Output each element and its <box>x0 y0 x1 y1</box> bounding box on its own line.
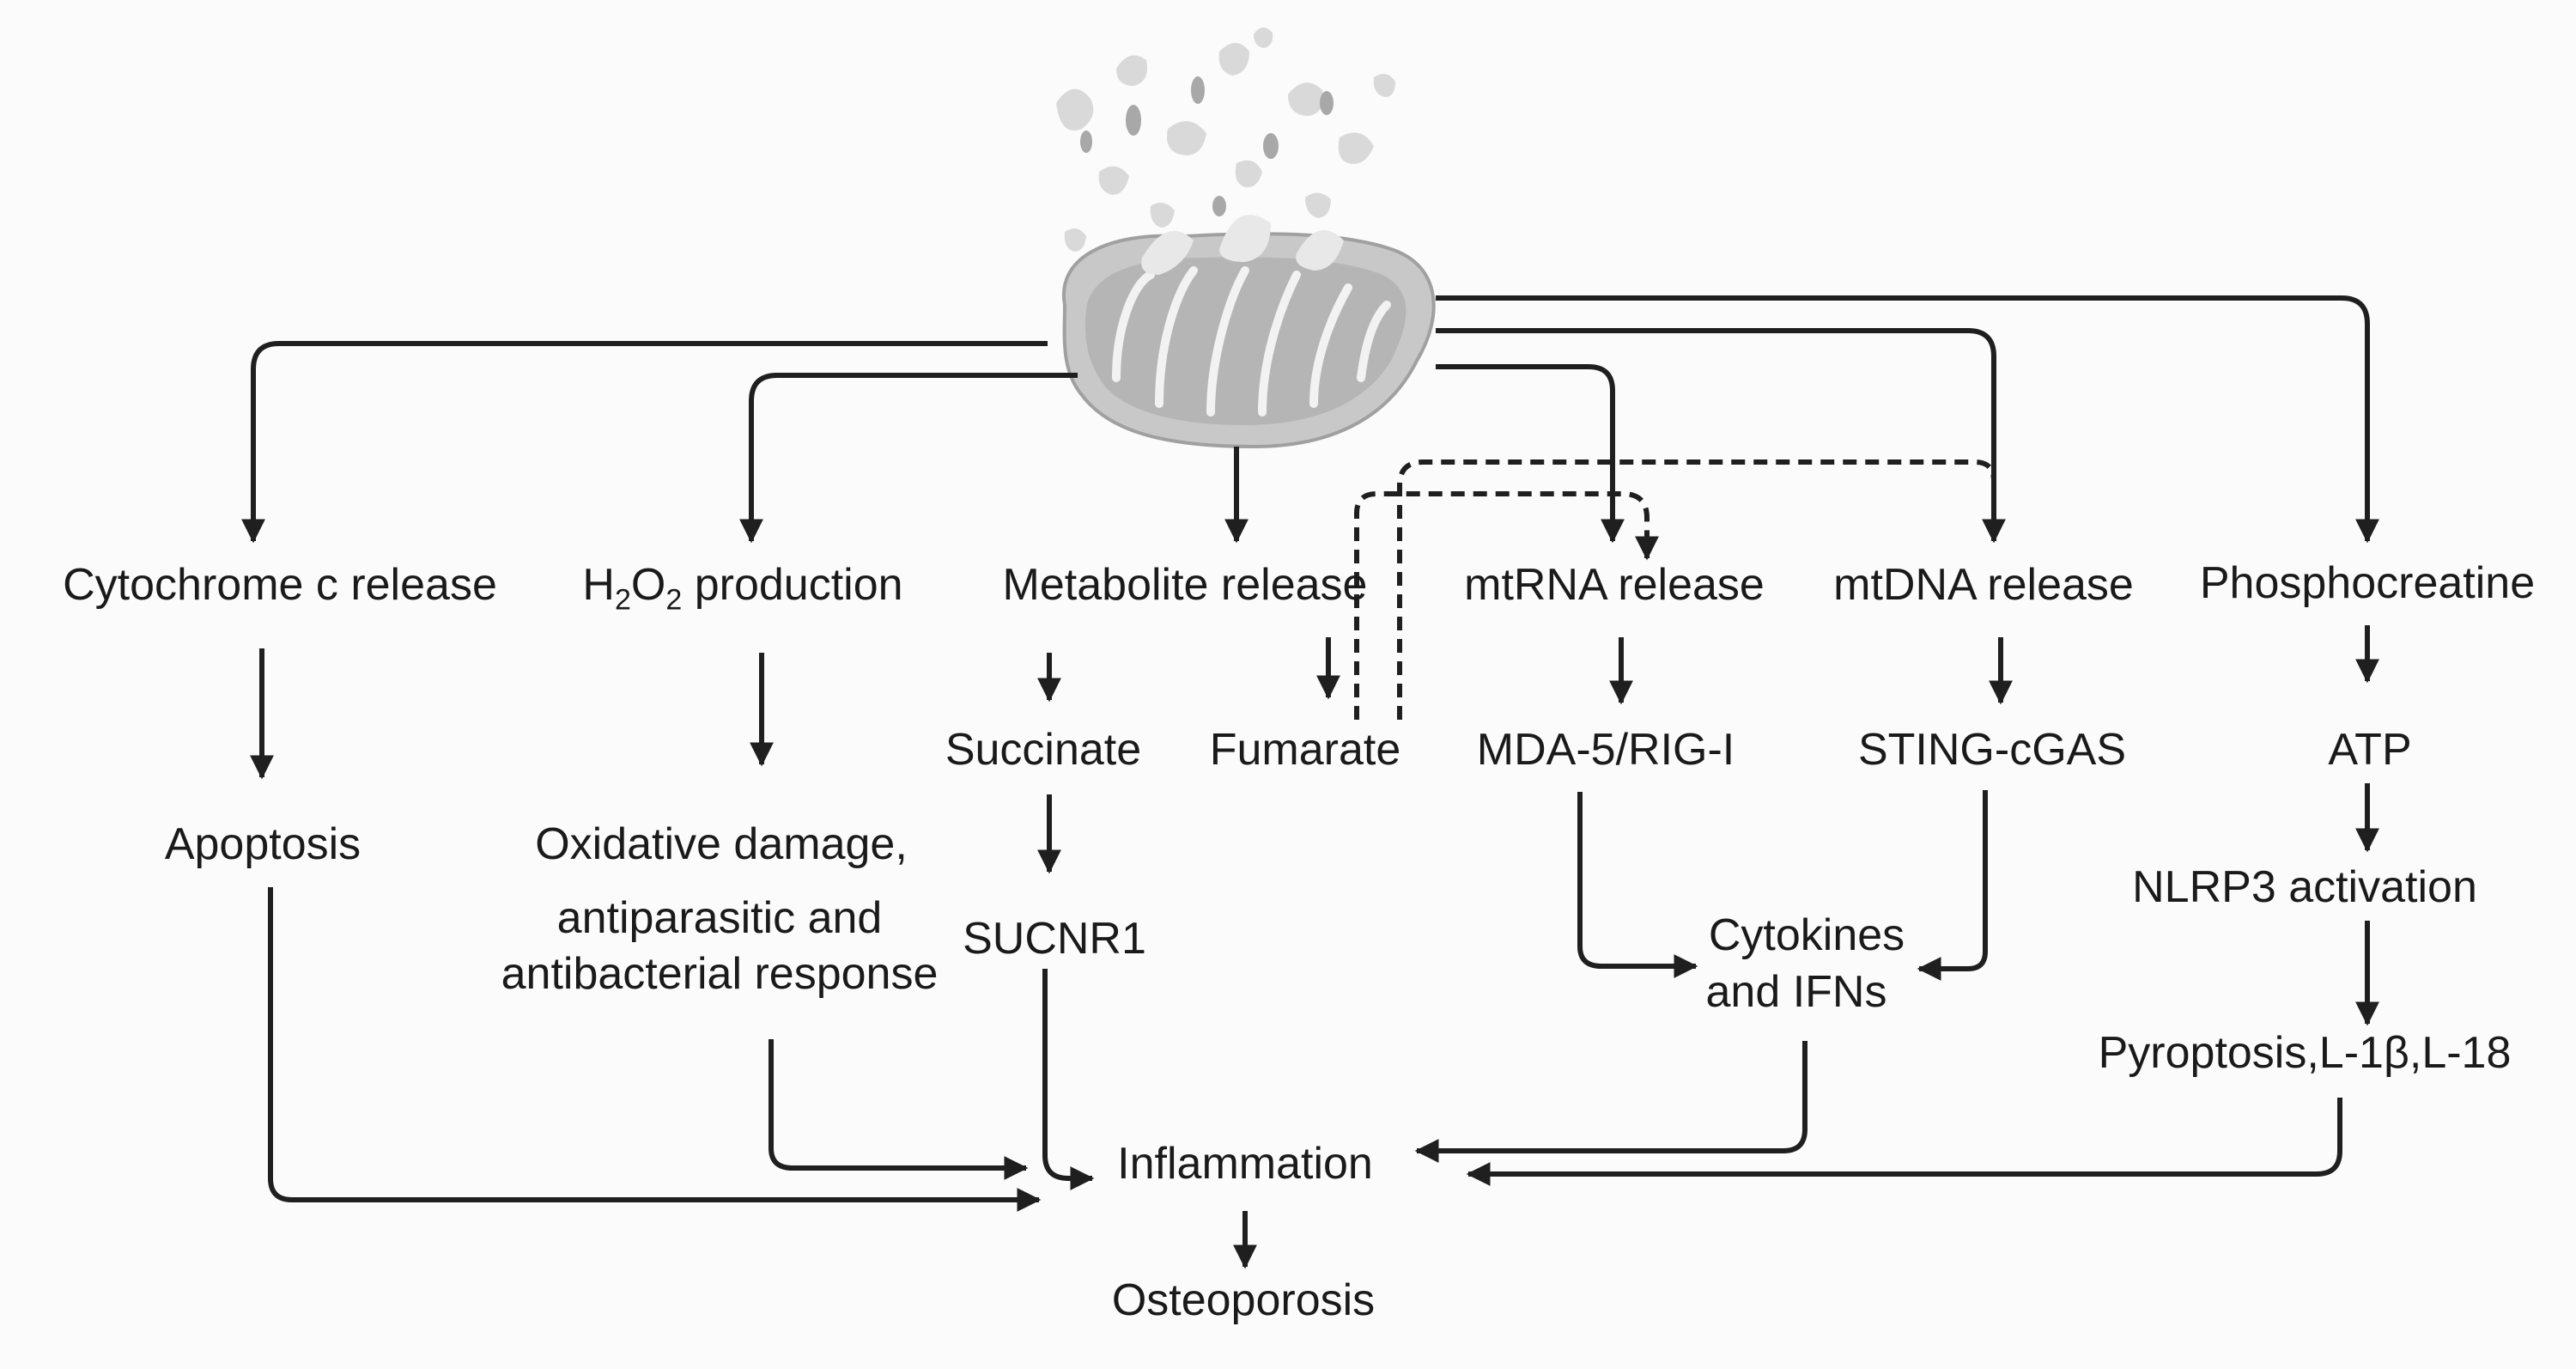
h2o2-subscript-1: 2 <box>614 583 631 617</box>
node-succinate: Succinate <box>945 725 1142 775</box>
arrow-pyroptosis-to-inflammation <box>1466 1098 2342 1186</box>
node-inflammation: Inflammation <box>1117 1139 1373 1189</box>
arrow-sting-to-cytokines <box>1917 790 1988 981</box>
node-oxidative-line-1: Oxidative damage, <box>535 819 908 869</box>
h2o2-o: O <box>630 560 666 610</box>
h2o2-rest: production <box>682 560 903 610</box>
node-osteoporosis: Osteoporosis <box>1111 1275 1376 1325</box>
dashed-fumarate-to-mtrna <box>1354 491 1659 720</box>
damaged-mitochondrion-icon <box>1056 27 1436 449</box>
node-sucnr1: SUCNR1 <box>963 914 1146 964</box>
node-oxidative-line-3: antibacterial response <box>501 949 939 999</box>
dashed-fumarate-to-mtdna <box>1397 459 1996 720</box>
arrow-mito-to-phosphocreatine <box>1436 295 2379 544</box>
node-h2o2-production: H2O2 production <box>582 558 902 618</box>
arrow-oxidative-to-inflammation <box>769 1039 1029 1180</box>
node-pyroptosis: Pyroptosis,L-1β,L-18 <box>2098 1028 2512 1078</box>
arrow-mito-to-cytochrome <box>241 341 1048 544</box>
node-cytokines-line-2: and IFNs <box>1705 967 1887 1017</box>
node-mda5-rig-i: MDA-5/RIG-I <box>1476 725 1735 775</box>
node-phosphocreatine: Phosphocreatine <box>2199 558 2536 608</box>
node-nlrp3-activation: NLRP3 activation <box>2132 862 2477 912</box>
arrow-cytokines-to-inflammation <box>1414 1041 1807 1163</box>
node-apoptosis: Apoptosis <box>164 819 361 869</box>
node-cytochrome-c-release: Cytochrome c release <box>63 560 497 610</box>
node-atp: ATP <box>2328 725 2412 775</box>
node-cytokines-line-1: Cytokines <box>1708 910 1905 960</box>
node-fumarate: Fumarate <box>1209 725 1401 775</box>
h2o2-subscript-2: 2 <box>665 583 683 617</box>
node-mtrna-release: mtRNA release <box>1464 560 1765 610</box>
h2o2-h: H <box>582 560 615 610</box>
arrow-sucnr1-to-inflammation <box>1042 969 1095 1190</box>
arrow-layer <box>241 295 2379 1269</box>
node-metabolite-release: Metabolite release <box>1002 560 1368 610</box>
arrow-apoptosis-to-inflammation <box>268 887 1042 1212</box>
node-oxidative-line-2: antiparasitic and <box>556 893 883 943</box>
arrow-mda5-to-cytokines <box>1577 792 1698 978</box>
node-sting-cgas: STING-cGAS <box>1857 725 2127 775</box>
arrow-mito-to-h2o2 <box>739 373 1078 544</box>
node-mtdna-release: mtDNA release <box>1833 560 2134 610</box>
arrow-mito-to-mtrna <box>1436 364 1625 544</box>
arrow-mito-to-mtdna <box>1436 328 2006 544</box>
